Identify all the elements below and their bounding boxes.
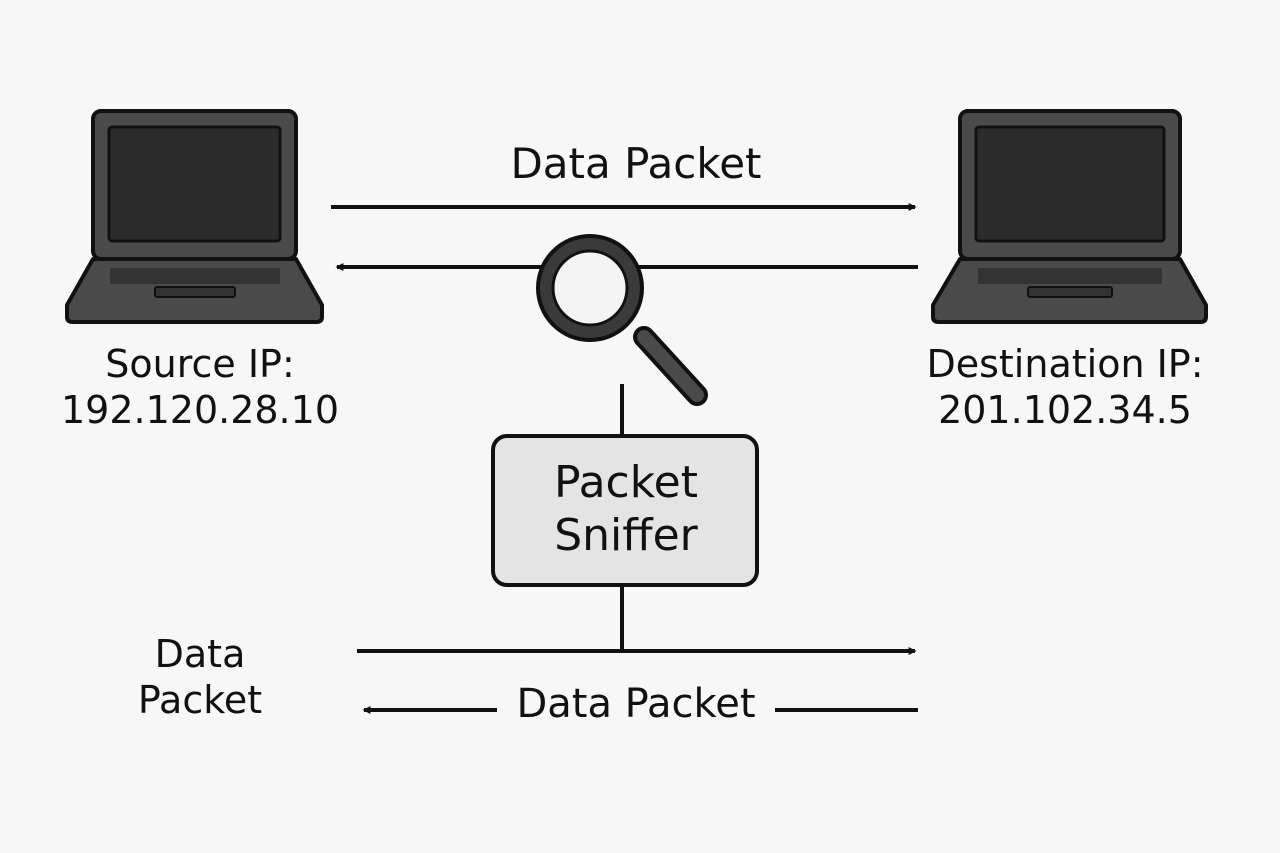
packet-sniffer-line1: Packet	[554, 457, 698, 508]
destination-ip-label: Destination IP: 201.102.34.5	[900, 342, 1230, 433]
destination-ip-value: 201.102.34.5	[938, 387, 1192, 432]
source-laptop-icon	[65, 109, 324, 324]
left-data-packet-line2: Packet	[137, 677, 263, 722]
packet-sniffer-label: Packet Sniffer	[491, 457, 761, 563]
source-ip-title: Source IP:	[105, 342, 295, 386]
left-data-packet-line1: Data	[154, 632, 246, 676]
source-ip-label: Source IP: 192.120.28.10	[40, 342, 360, 433]
destination-ip-title: Destination IP:	[926, 342, 1204, 386]
destination-laptop-icon	[931, 109, 1208, 324]
source-ip-value: 192.120.28.10	[60, 387, 339, 432]
magnifying-glass-icon	[536, 234, 708, 406]
top-data-packet-label: Data Packet	[510, 139, 762, 188]
packet-sniffer-line2: Sniffer	[554, 509, 698, 561]
bottom-data-packet-label: Data Packet	[497, 680, 775, 728]
left-data-packet-label: Data Packet	[80, 632, 320, 723]
packet-sniffer-box	[491, 434, 759, 587]
